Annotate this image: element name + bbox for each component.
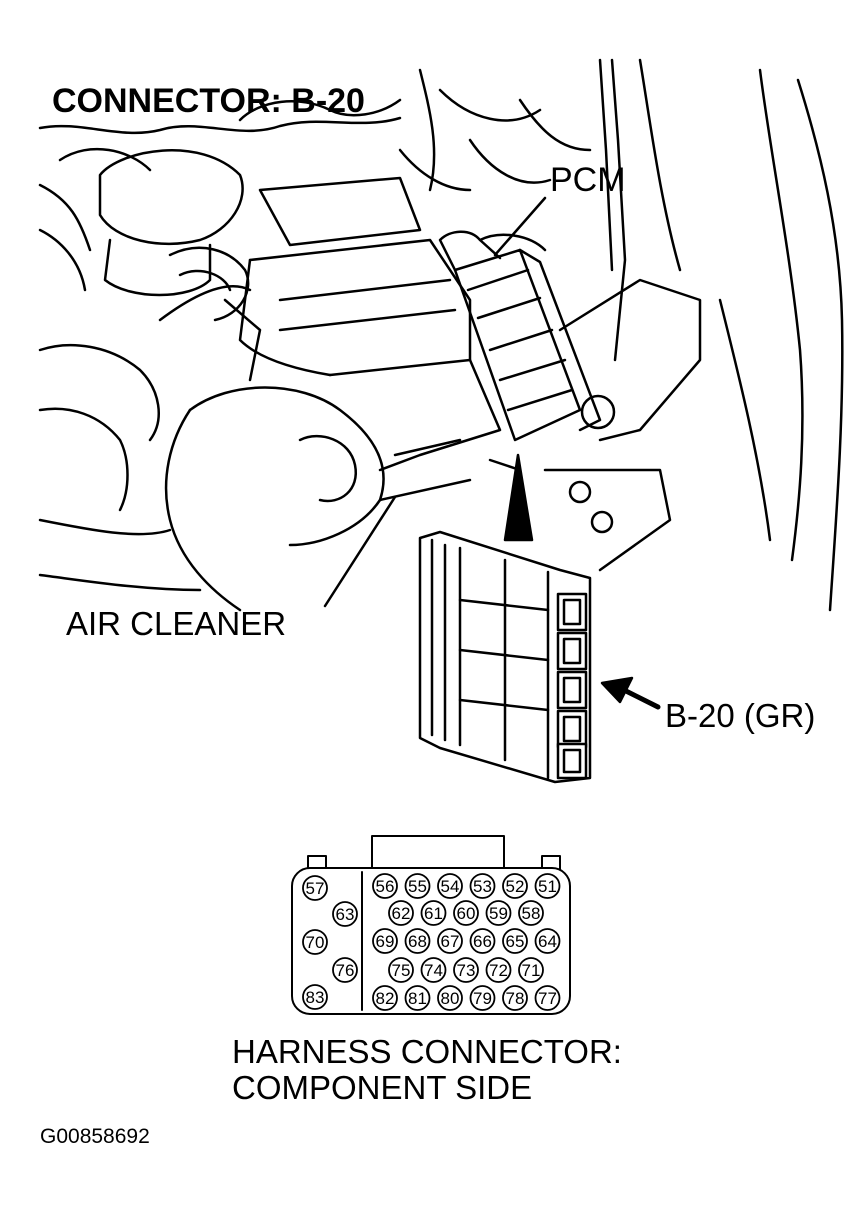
pin-77: 77 (534, 985, 561, 1011)
svg-text:52: 52 (506, 877, 525, 896)
svg-text:81: 81 (408, 989, 427, 1008)
svg-text:67: 67 (441, 932, 460, 951)
air-cleaner-body (38, 176, 502, 612)
pin-62: 62 (388, 900, 414, 926)
pin-67: 67 (437, 928, 463, 954)
svg-text:73: 73 (457, 961, 476, 980)
pin-76: 76 (332, 957, 358, 983)
pin-68: 68 (404, 928, 431, 954)
harness-caption-line1: HARNESS CONNECTOR: (232, 1033, 622, 1070)
pin-56: 56 (372, 873, 398, 899)
svg-text:51: 51 (538, 877, 557, 896)
pin-71: 71 (518, 957, 544, 983)
engine-top-clutter (38, 68, 592, 192)
reservoir-outline (38, 149, 244, 297)
svg-text:56: 56 (376, 877, 395, 896)
pin-58: 58 (518, 900, 544, 926)
svg-text:66: 66 (473, 932, 492, 951)
figure-code: G00858692 (40, 1125, 150, 1148)
pcm-leader-line (493, 196, 547, 257)
svg-text:83: 83 (306, 988, 325, 1007)
pin-51: 51 (534, 873, 561, 899)
pcm-module-installed (438, 230, 602, 442)
connector-label: B-20 (GR) (665, 697, 816, 734)
connector-b20-enlarged (418, 530, 592, 784)
pin-81: 81 (404, 985, 431, 1011)
pin-54: 54 (437, 873, 463, 899)
pin-66: 66 (469, 928, 496, 954)
svg-text:59: 59 (489, 904, 508, 923)
air-cleaner-leader-line (323, 495, 397, 608)
pin-65: 65 (502, 928, 528, 954)
svg-text:55: 55 (408, 877, 427, 896)
svg-text:61: 61 (424, 904, 443, 923)
svg-text:77: 77 (538, 989, 557, 1008)
svg-text:58: 58 (522, 904, 541, 923)
pin-78: 78 (502, 985, 528, 1011)
harness-caption-line2: COMPONENT SIDE (232, 1069, 533, 1106)
pin-60: 60 (453, 900, 479, 926)
svg-text:62: 62 (392, 904, 411, 923)
svg-text:75: 75 (392, 961, 411, 980)
pin-82: 82 (372, 985, 398, 1011)
svg-text:70: 70 (306, 933, 325, 952)
svg-text:80: 80 (441, 989, 460, 1008)
pin-layer: 57 63 70 76 83 56 55 54 53 52 51 62 61 60 59 58 69 68 67 66… (302, 873, 561, 1011)
pin-79: 79 (469, 985, 496, 1011)
svg-text:60: 60 (457, 904, 476, 923)
pin-83: 83 (302, 984, 328, 1010)
pin-70: 70 (302, 929, 328, 955)
svg-text:63: 63 (336, 905, 355, 924)
pin-61: 61 (420, 900, 447, 926)
b20-arrow (600, 676, 661, 710)
pin-72: 72 (485, 957, 512, 983)
svg-text:76: 76 (336, 961, 355, 980)
pin-63: 63 (332, 901, 358, 927)
svg-text:65: 65 (506, 932, 525, 951)
svg-text:79: 79 (473, 989, 492, 1008)
pin-75: 75 (388, 957, 414, 983)
pin-53: 53 (469, 873, 496, 899)
connector-title: CONNECTOR: B-20 (52, 82, 365, 120)
svg-text:74: 74 (424, 961, 443, 980)
svg-text:82: 82 (376, 989, 395, 1008)
svg-text:71: 71 (522, 961, 541, 980)
svg-text:72: 72 (489, 961, 508, 980)
pcm-label: PCM (550, 161, 626, 199)
svg-text:54: 54 (441, 877, 460, 896)
pin-55: 55 (404, 873, 431, 899)
svg-text:53: 53 (473, 877, 492, 896)
svg-text:68: 68 (408, 932, 427, 951)
svg-text:78: 78 (506, 989, 525, 1008)
mounting-bracket (488, 278, 702, 572)
fender-outline (598, 58, 844, 612)
pin-74: 74 (420, 957, 447, 983)
intake-hose (168, 246, 262, 382)
pin-57: 57 (302, 875, 328, 901)
svg-text:57: 57 (306, 879, 325, 898)
pin-52: 52 (502, 873, 528, 899)
svg-text:64: 64 (538, 932, 557, 951)
pin-73: 73 (453, 957, 479, 983)
pin-64: 64 (534, 928, 561, 954)
svg-text:69: 69 (376, 932, 395, 951)
pin-69: 69 (372, 928, 398, 954)
pin-59: 59 (485, 900, 512, 926)
air-cleaner-label: AIR CLEANER (66, 605, 287, 642)
pointer-arrow-to-connector (503, 453, 534, 542)
pin-80: 80 (437, 985, 463, 1011)
